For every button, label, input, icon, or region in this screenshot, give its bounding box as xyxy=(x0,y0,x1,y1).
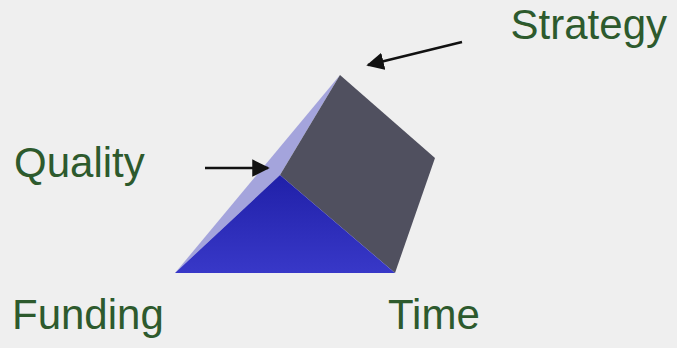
leader-arrow xyxy=(368,42,462,65)
corner-label: Funding xyxy=(12,292,164,338)
prism-front-face xyxy=(175,175,395,273)
corner-label: Strategy xyxy=(511,2,667,48)
corner-label: Quality xyxy=(14,140,145,186)
leader-arrow xyxy=(205,167,268,170)
corner-label: Time xyxy=(388,292,480,338)
